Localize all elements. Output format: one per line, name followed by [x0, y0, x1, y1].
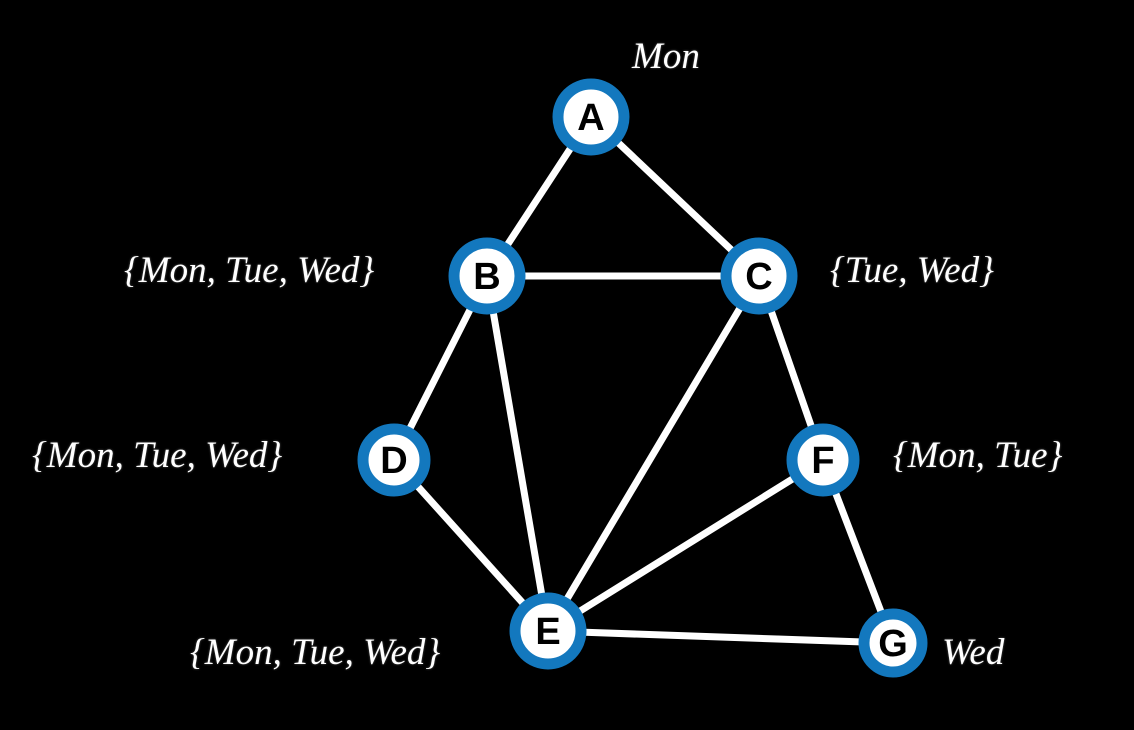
graph-node-e[interactable]: E — [509, 592, 587, 670]
edge-b-e — [489, 308, 546, 599]
nodes-group: A B C D E F G — [357, 78, 928, 678]
domain-label-g: Wed — [942, 632, 1005, 673]
domain-label-a: Mon — [632, 36, 700, 77]
graph-node-b[interactable]: B — [448, 237, 526, 315]
node-circle-d — [357, 423, 431, 497]
edge-c-e — [563, 304, 744, 603]
node-circle-b — [448, 237, 526, 315]
graph-node-d[interactable]: D — [357, 423, 431, 497]
edge-e-g — [581, 628, 864, 646]
graph-node-f[interactable]: F — [786, 423, 860, 497]
edge-a-b — [503, 144, 575, 249]
graph-node-a[interactable]: A — [552, 78, 630, 156]
node-letter-a: A — [577, 97, 604, 139]
node-letter-b: B — [473, 256, 500, 298]
graph-node-g[interactable]: G — [858, 608, 928, 678]
domain-label-d: {Mon, Tue, Wed} — [32, 435, 283, 476]
edge-d-e — [413, 482, 527, 608]
edges-group — [406, 138, 885, 646]
domain-label-e: {Mon, Tue, Wed} — [190, 632, 441, 673]
node-circle-g — [858, 608, 928, 678]
node-letter-c: C — [745, 256, 772, 298]
node-circle-f — [786, 423, 860, 497]
node-letter-e: E — [535, 611, 560, 653]
node-circle-a — [552, 78, 630, 156]
edge-e-f — [575, 474, 797, 615]
edge-b-d — [406, 305, 474, 433]
node-circle-c — [720, 237, 798, 315]
domain-label-c: {Tue, Wed} — [830, 250, 994, 291]
node-letter-f: F — [811, 440, 834, 482]
node-circle-e — [509, 592, 587, 670]
edge-f-g — [832, 489, 885, 616]
edge-a-c — [614, 138, 736, 255]
edge-c-f — [767, 307, 816, 431]
node-letter-g: G — [878, 623, 908, 665]
graph-node-c[interactable]: C — [720, 237, 798, 315]
node-letter-d: D — [380, 440, 407, 482]
domain-label-b: {Mon, Tue, Wed} — [124, 250, 375, 291]
domain-label-f: {Mon, Tue} — [893, 435, 1063, 476]
